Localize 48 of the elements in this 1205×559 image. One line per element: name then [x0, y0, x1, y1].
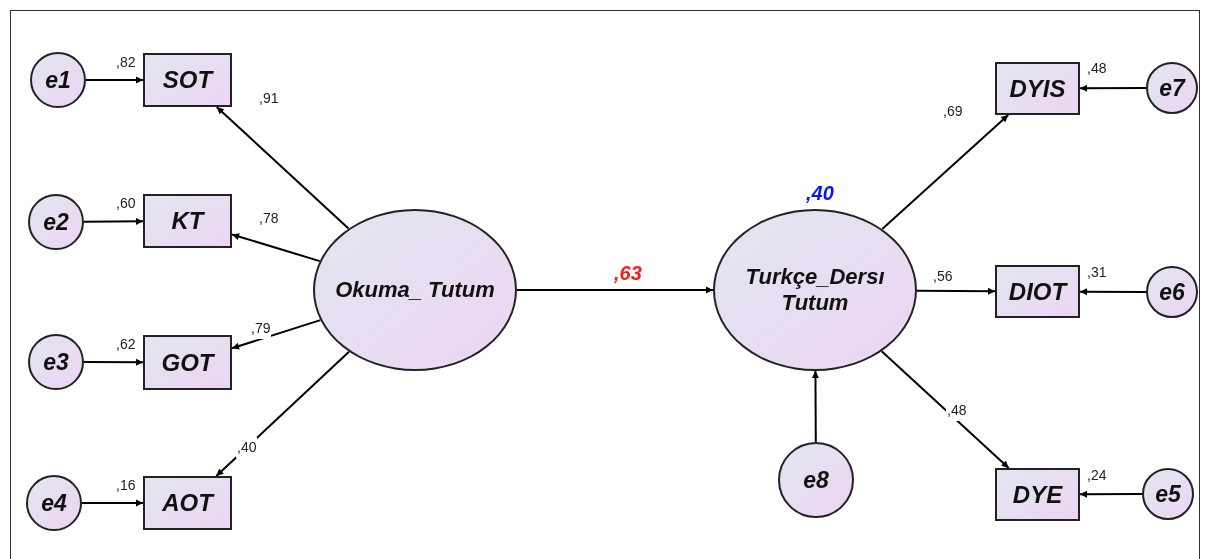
observed-variable-box — [143, 53, 232, 107]
observed-variable-box — [995, 468, 1080, 521]
node-label: e6 — [1158, 277, 1186, 307]
variance-value: ,31 — [1087, 263, 1107, 282]
variance-value: ,82 — [116, 53, 136, 72]
arrow — [215, 106, 350, 230]
observed-variable-box — [995, 265, 1080, 318]
arrow — [85, 76, 144, 84]
variance-value: ,16 — [116, 476, 136, 495]
node-label: e4 — [40, 488, 68, 518]
squared-multiple-correlation: ,40 — [806, 181, 834, 206]
node-label: SOT — [161, 65, 215, 95]
arrow — [916, 287, 996, 295]
node-label: DYIS — [1008, 73, 1067, 104]
node-label: DIOT — [1007, 276, 1069, 307]
node-label: Turkçe_Dersı Tutum — [744, 264, 886, 316]
arrow — [81, 499, 144, 507]
arrow — [1079, 490, 1143, 498]
node-label: e3 — [42, 347, 70, 377]
arrow — [1079, 84, 1147, 92]
arrow — [516, 286, 714, 294]
arrow — [1079, 288, 1147, 296]
node-label: e8 — [802, 465, 830, 495]
variance-value: ,48 — [1087, 59, 1107, 78]
variance-value: ,24 — [1087, 466, 1107, 485]
edge-label: ,40 — [236, 437, 258, 458]
variance-value: ,62 — [116, 335, 136, 354]
variance-value: ,60 — [116, 194, 136, 213]
observed-variable-box — [143, 476, 232, 530]
node-label: e1 — [44, 65, 72, 95]
observed-variable-box — [143, 194, 232, 248]
arrow — [811, 370, 819, 443]
arrow — [881, 114, 1010, 231]
node-label: GOT — [160, 347, 216, 378]
arrow — [83, 217, 144, 225]
node-label: e7 — [1158, 73, 1187, 103]
observed-variable-box — [143, 335, 232, 390]
node-label: Okuma_ Tutum — [334, 277, 496, 303]
node-label: AOT — [161, 488, 216, 518]
node-label: KT — [170, 206, 206, 236]
observed-variable-box — [995, 62, 1080, 115]
arrow — [215, 350, 350, 477]
node-label: e2 — [42, 207, 70, 237]
node-label: DYE — [1011, 479, 1064, 510]
arrow — [231, 233, 321, 263]
node-label: e5 — [1154, 479, 1182, 509]
arrow — [880, 350, 1010, 469]
arrow — [83, 358, 144, 366]
